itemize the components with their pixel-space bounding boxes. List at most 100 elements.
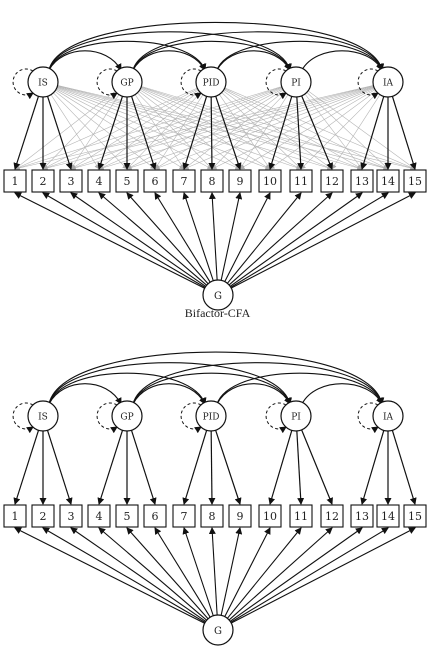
general-loading-item-15	[231, 527, 416, 624]
item-label: 4	[96, 510, 103, 523]
factor-node-pid: PID	[180, 400, 227, 434]
covariance-arc-IS-PID	[43, 372, 207, 411]
item-box-10: 10	[258, 169, 282, 193]
item-rect	[289, 504, 313, 528]
primary-loadings	[13, 95, 417, 170]
general-loading-item-7	[182, 192, 214, 281]
item-label: 4	[96, 175, 103, 188]
covariance-arc-PID-IA	[211, 372, 384, 411]
factor-label: IA	[383, 79, 394, 89]
general-loading-item-12	[228, 192, 333, 286]
loading-IA-item-15	[391, 430, 417, 505]
factor-label: PI	[291, 413, 301, 423]
item-box-1: 1	[3, 504, 27, 528]
item-box-12: 12	[320, 169, 344, 193]
item-box-11: 11	[289, 169, 313, 193]
item-label: 6	[152, 175, 159, 188]
item-box-11: 11	[289, 504, 313, 528]
loading-IA-item-13	[360, 430, 385, 505]
item-rect	[350, 504, 374, 528]
general-loading-item-8	[208, 527, 218, 616]
factor-circle	[195, 400, 227, 432]
item-label: 9	[237, 175, 244, 188]
factor-covariances	[43, 351, 385, 411]
cross-loading-line	[57, 85, 363, 171]
cross-loading-line	[42, 88, 198, 170]
item-box-5: 5	[115, 504, 139, 528]
item-rect	[228, 504, 252, 528]
variance-loop-gp	[96, 402, 118, 434]
item-label: 13	[355, 175, 369, 188]
item-box-5: 5	[115, 169, 139, 193]
general-loading-item-11	[226, 527, 302, 619]
factor-label: GP	[120, 79, 133, 89]
item-label: 7	[181, 175, 188, 188]
item-rect	[31, 504, 55, 528]
item-rect	[228, 169, 252, 193]
cross-loading-line	[57, 85, 416, 171]
variance-loop-pid	[180, 68, 202, 100]
item-rect	[289, 169, 313, 193]
factor-label: IS	[38, 413, 48, 423]
item-box-7: 7	[172, 504, 196, 528]
cross-loading-line	[306, 92, 389, 170]
cross-loading-line	[269, 90, 377, 170]
item-rect	[320, 504, 344, 528]
item-label: 1	[12, 175, 19, 188]
cross-loading-line	[53, 92, 128, 170]
variance-loop-pi	[265, 68, 287, 100]
general-factor-label: G	[214, 291, 222, 302]
cross-loading-line	[137, 92, 213, 170]
item-rect	[320, 169, 344, 193]
factor-circle	[27, 400, 59, 432]
item-rect	[31, 169, 55, 193]
item-rect	[403, 504, 427, 528]
factor-circle	[372, 400, 404, 432]
item-rect	[143, 169, 167, 193]
general-loading-item-12	[228, 527, 333, 621]
variance-loop-is	[12, 402, 34, 434]
item-label: 10	[263, 175, 277, 188]
factor-circle	[372, 66, 404, 98]
general-loading-item-10	[224, 527, 271, 617]
cross-loading-line	[211, 92, 286, 170]
general-loading-item-13	[229, 192, 363, 287]
item-label: 7	[181, 510, 188, 523]
cross-loading-line	[56, 87, 271, 170]
covariance-arc-PI-IA	[296, 50, 383, 77]
item-label: 13	[355, 510, 369, 523]
cross-loading-line	[300, 92, 378, 170]
loading-PID-item-8	[208, 430, 216, 505]
item-label: 6	[152, 510, 159, 523]
loading-PID-item-7	[182, 96, 208, 170]
general-loading-item-3	[70, 527, 207, 622]
cross-loading-line	[98, 91, 200, 170]
cross-loading-line	[42, 85, 374, 171]
item-label: 1	[12, 510, 19, 523]
item-rect	[258, 169, 282, 193]
cross-loading-line	[154, 87, 375, 170]
variance-loop-pid	[180, 402, 202, 434]
loading-PI-item-11	[296, 430, 305, 505]
factor-circle	[195, 66, 227, 98]
variance-loop-ia	[357, 402, 379, 434]
cross-loading-line	[14, 86, 282, 171]
covariance-arc-IS-IA	[44, 21, 385, 77]
general-loading-item-4	[98, 192, 208, 286]
general-loading-item-14	[230, 527, 389, 623]
factor-node-pi: PI	[265, 66, 312, 100]
covariance-arc-GP-IA	[128, 31, 384, 77]
loading-IS-item-1	[13, 96, 40, 170]
covariance-arc-PID-IA	[211, 40, 384, 77]
general-loading-item-13	[229, 527, 363, 622]
item-rect	[376, 169, 400, 193]
item-label: 11	[294, 175, 308, 188]
diagram-caption: Bifactor-CFA	[184, 306, 251, 320]
item-label: 11	[294, 510, 308, 523]
general-loading-item-1	[14, 527, 205, 624]
covariance-arc-IS-IA	[44, 351, 385, 411]
factor-node-pi: PI	[265, 400, 312, 434]
general-loading-item-14	[230, 192, 389, 288]
